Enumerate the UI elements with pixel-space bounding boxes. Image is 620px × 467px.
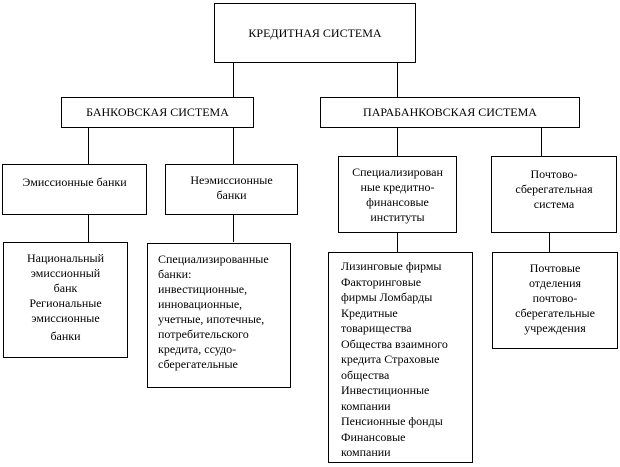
list-item: Национальный: [26, 251, 105, 265]
connector: [233, 62, 234, 97]
list-item: банки:: [158, 267, 192, 281]
postal-savings-label: Почтово-: [530, 167, 578, 181]
parabanking-system-label: ПАРАБАНКОВСКАЯ СИСТЕМА: [363, 105, 537, 119]
list-item: эмиссионные: [31, 311, 100, 325]
list-item: Пенсионные фонды: [341, 414, 443, 428]
list-item: Региональные: [29, 296, 102, 310]
connector: [88, 214, 89, 242]
banking-system-label: БАНКОВСКАЯ СИСТЕМА: [86, 105, 229, 119]
connector: [397, 232, 398, 252]
specialized-institutions-label: Специализирован: [352, 165, 443, 179]
postal-savings-label: система: [533, 197, 575, 211]
postal-savings-list: Почтовые отделения почтово- сберегательн…: [492, 252, 618, 349]
list-item: инновационные,: [158, 297, 243, 311]
specialized-institutions-label: институты: [370, 210, 425, 224]
non-emission-banks-list: Специализированные банки: инвестиционные…: [147, 243, 291, 388]
postal-savings-node: Почтово- сберегательная система: [491, 156, 617, 233]
root-label: КРЕДИТНАЯ СИСТЕМА: [248, 26, 382, 40]
list-item: отделения: [528, 276, 582, 290]
list-item: кредита Страховые: [341, 352, 440, 366]
connector: [233, 127, 234, 164]
list-item: Кредитные: [341, 305, 398, 320]
list-item: Факторинговые: [341, 274, 422, 289]
list-item: Лизинговые фирмы: [341, 259, 442, 273]
list-item: потребительского: [158, 327, 249, 341]
list-item: банк: [53, 281, 78, 295]
connector: [88, 127, 89, 164]
list-item: эмиссионный: [30, 266, 101, 280]
specialized-institutions-label: финансовые: [366, 195, 429, 209]
list-item: кредита, ссудо-: [158, 342, 237, 356]
emission-banks-list: Национальный эмиссионный банк Региональн…: [3, 242, 128, 358]
list-item: учетные, ипотечные,: [158, 312, 265, 326]
list-item: Инвестиционные: [341, 383, 430, 397]
list-item: учреждения: [524, 321, 586, 335]
list-item: почтово-: [532, 291, 578, 305]
specialized-institutions-label: ные кредитно-: [360, 180, 435, 194]
specialized-institutions-node: Специализирован ные кредитно- финансовые…: [338, 156, 457, 233]
emission-banks-node: Эмиссионные банки: [2, 164, 147, 215]
banking-system-node: БАНКОВСКАЯ СИСТЕМА: [61, 97, 254, 128]
non-emission-banks-node: Неэмиссионные банки: [165, 164, 298, 215]
list-item: сберегательные: [158, 357, 238, 371]
list-item: Финансовые: [341, 429, 406, 444]
list-item: Специализированные: [158, 252, 269, 266]
list-item: общества: [341, 367, 390, 382]
connector: [549, 232, 550, 252]
list-item: инвестиционные,: [158, 282, 248, 296]
non-emission-banks-label: банки: [216, 188, 247, 202]
postal-savings-label: сберегательная: [515, 182, 593, 196]
connector: [541, 127, 542, 156]
list-item: компании: [341, 398, 391, 413]
emission-banks-label: Эмиссионные банки: [22, 175, 127, 189]
connector: [233, 214, 234, 242]
list-item: товарищества: [341, 321, 412, 335]
list-item: сберегательные: [515, 306, 595, 320]
connector: [397, 62, 398, 97]
list-item: фирмы Ломбарды: [341, 290, 433, 304]
list-item: Почтовые: [529, 261, 581, 275]
parabanking-system-node: ПАРАБАНКОВСКАЯ СИСТЕМА: [320, 97, 580, 128]
list-item: банки: [50, 329, 81, 343]
list-item: компании: [341, 445, 391, 459]
connector: [397, 127, 398, 156]
list-item: Общества взаимного: [341, 336, 448, 351]
non-emission-banks-label: Неэмиссионные: [190, 173, 273, 187]
root-node: КРЕДИТНАЯ СИСТЕМА: [214, 3, 416, 63]
specialized-institutions-list: Лизинговые фирмы Факторинговые фирмы Лом…: [328, 252, 473, 463]
